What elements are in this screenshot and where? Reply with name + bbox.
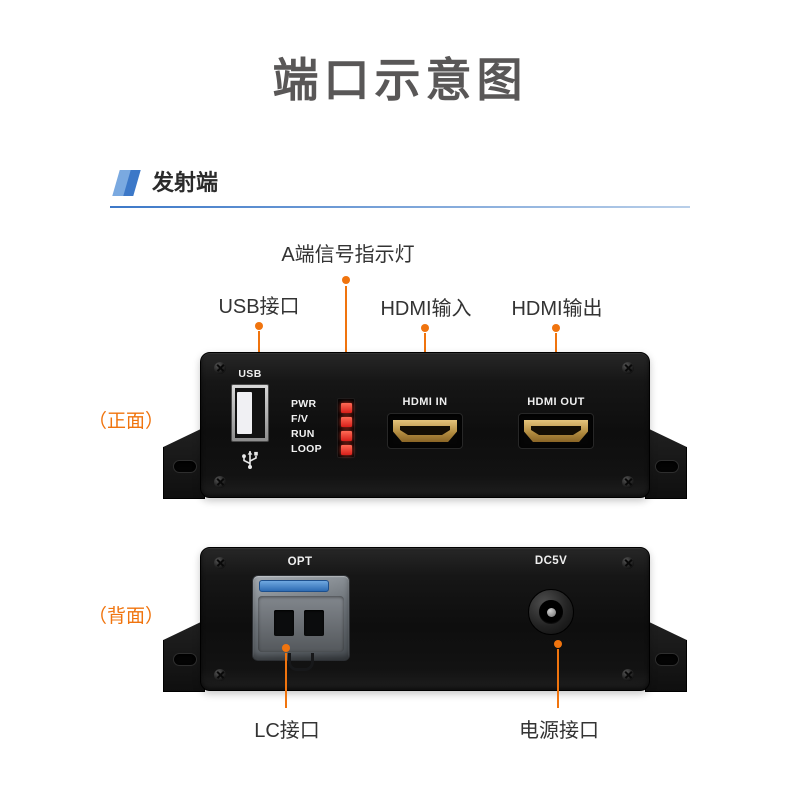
hdmi-connector — [524, 420, 588, 442]
callout-hdmi-out-dot — [552, 324, 560, 332]
back-view-label: （背面） — [88, 606, 165, 627]
hdmi-in-port — [387, 413, 463, 449]
hdmi-out-label: HDMI OUT — [527, 396, 585, 408]
screw-icon — [214, 476, 226, 488]
usb-tongue — [237, 392, 252, 434]
callout-lc-dot — [282, 644, 290, 652]
section-divider — [110, 206, 690, 208]
usb-trident-icon — [238, 448, 262, 470]
mount-slot — [655, 460, 679, 473]
callout-power-label: 电源接口 — [519, 720, 599, 742]
screw-icon — [622, 362, 634, 374]
usb-port — [231, 384, 269, 442]
screw-icon — [214, 669, 226, 681]
mount-slot — [173, 460, 197, 473]
mount-flange-left — [163, 620, 205, 692]
led-indicator — [341, 431, 352, 441]
callout-power-line — [557, 649, 559, 708]
hdmi-in-label: HDMI IN — [402, 396, 448, 408]
screw-icon — [622, 557, 634, 569]
callout-lc-label: LC接口 — [254, 720, 320, 742]
section-title: 发射端 — [152, 170, 219, 195]
dc-power-label: DC5V — [534, 555, 568, 567]
mount-slot — [655, 653, 679, 666]
page-title: 端口示意图 — [272, 54, 528, 106]
dc-power-jack — [528, 589, 574, 635]
device-front: USB PWR F/V RUN LOOP — [163, 352, 687, 500]
callout-lc-line — [285, 653, 287, 708]
dc-jack-pin — [546, 607, 556, 617]
callout-hdmi-out-label: HDMI输出 — [511, 298, 603, 320]
opt-port-label: OPT — [287, 556, 313, 568]
callout-hdmi-in-dot — [421, 324, 429, 332]
hdmi-slot — [531, 426, 581, 435]
mount-slot — [173, 653, 197, 666]
led-label-pwr: PWR — [291, 398, 317, 410]
led-label-fv: F/V — [291, 413, 309, 425]
callout-usb-dot — [255, 322, 263, 330]
callout-hdmi-in-label: HDMI输入 — [380, 298, 472, 320]
led-labels: PWR F/V RUN LOOP — [291, 397, 337, 457]
mount-flange-right — [645, 427, 687, 499]
usb-port-label: USB — [238, 368, 262, 380]
screw-icon — [214, 362, 226, 374]
lc-optical-module — [252, 575, 350, 671]
front-view-label: （正面） — [88, 411, 165, 432]
led-label-run: RUN — [291, 428, 315, 440]
lc-module-face — [258, 596, 344, 652]
led-strip — [337, 398, 355, 458]
mount-flange-left — [163, 427, 205, 499]
section-flag-icon — [112, 170, 142, 196]
led-indicator — [341, 445, 352, 455]
lc-bail-latch — [288, 653, 314, 671]
screw-icon — [622, 476, 634, 488]
led-indicator — [341, 403, 352, 413]
callout-indicator-label: A端信号指示灯 — [281, 244, 415, 266]
device-back: OPT DC5V — [163, 547, 687, 693]
callout-power-dot — [554, 640, 562, 648]
hdmi-connector — [393, 420, 457, 442]
led-label-loop: LOOP — [291, 443, 322, 455]
callout-indicator-dot — [342, 276, 350, 284]
screw-icon — [622, 669, 634, 681]
mount-flange-right — [645, 620, 687, 692]
hdmi-out-port — [518, 413, 594, 449]
lc-fiber-port — [304, 610, 324, 636]
callout-indicator-line — [345, 286, 347, 398]
lc-fiber-port — [274, 610, 294, 636]
led-indicator — [341, 417, 352, 427]
hdmi-slot — [400, 426, 450, 435]
lc-blue-latch — [259, 580, 329, 592]
callout-usb-label: USB接口 — [218, 296, 300, 318]
screw-icon — [214, 557, 226, 569]
